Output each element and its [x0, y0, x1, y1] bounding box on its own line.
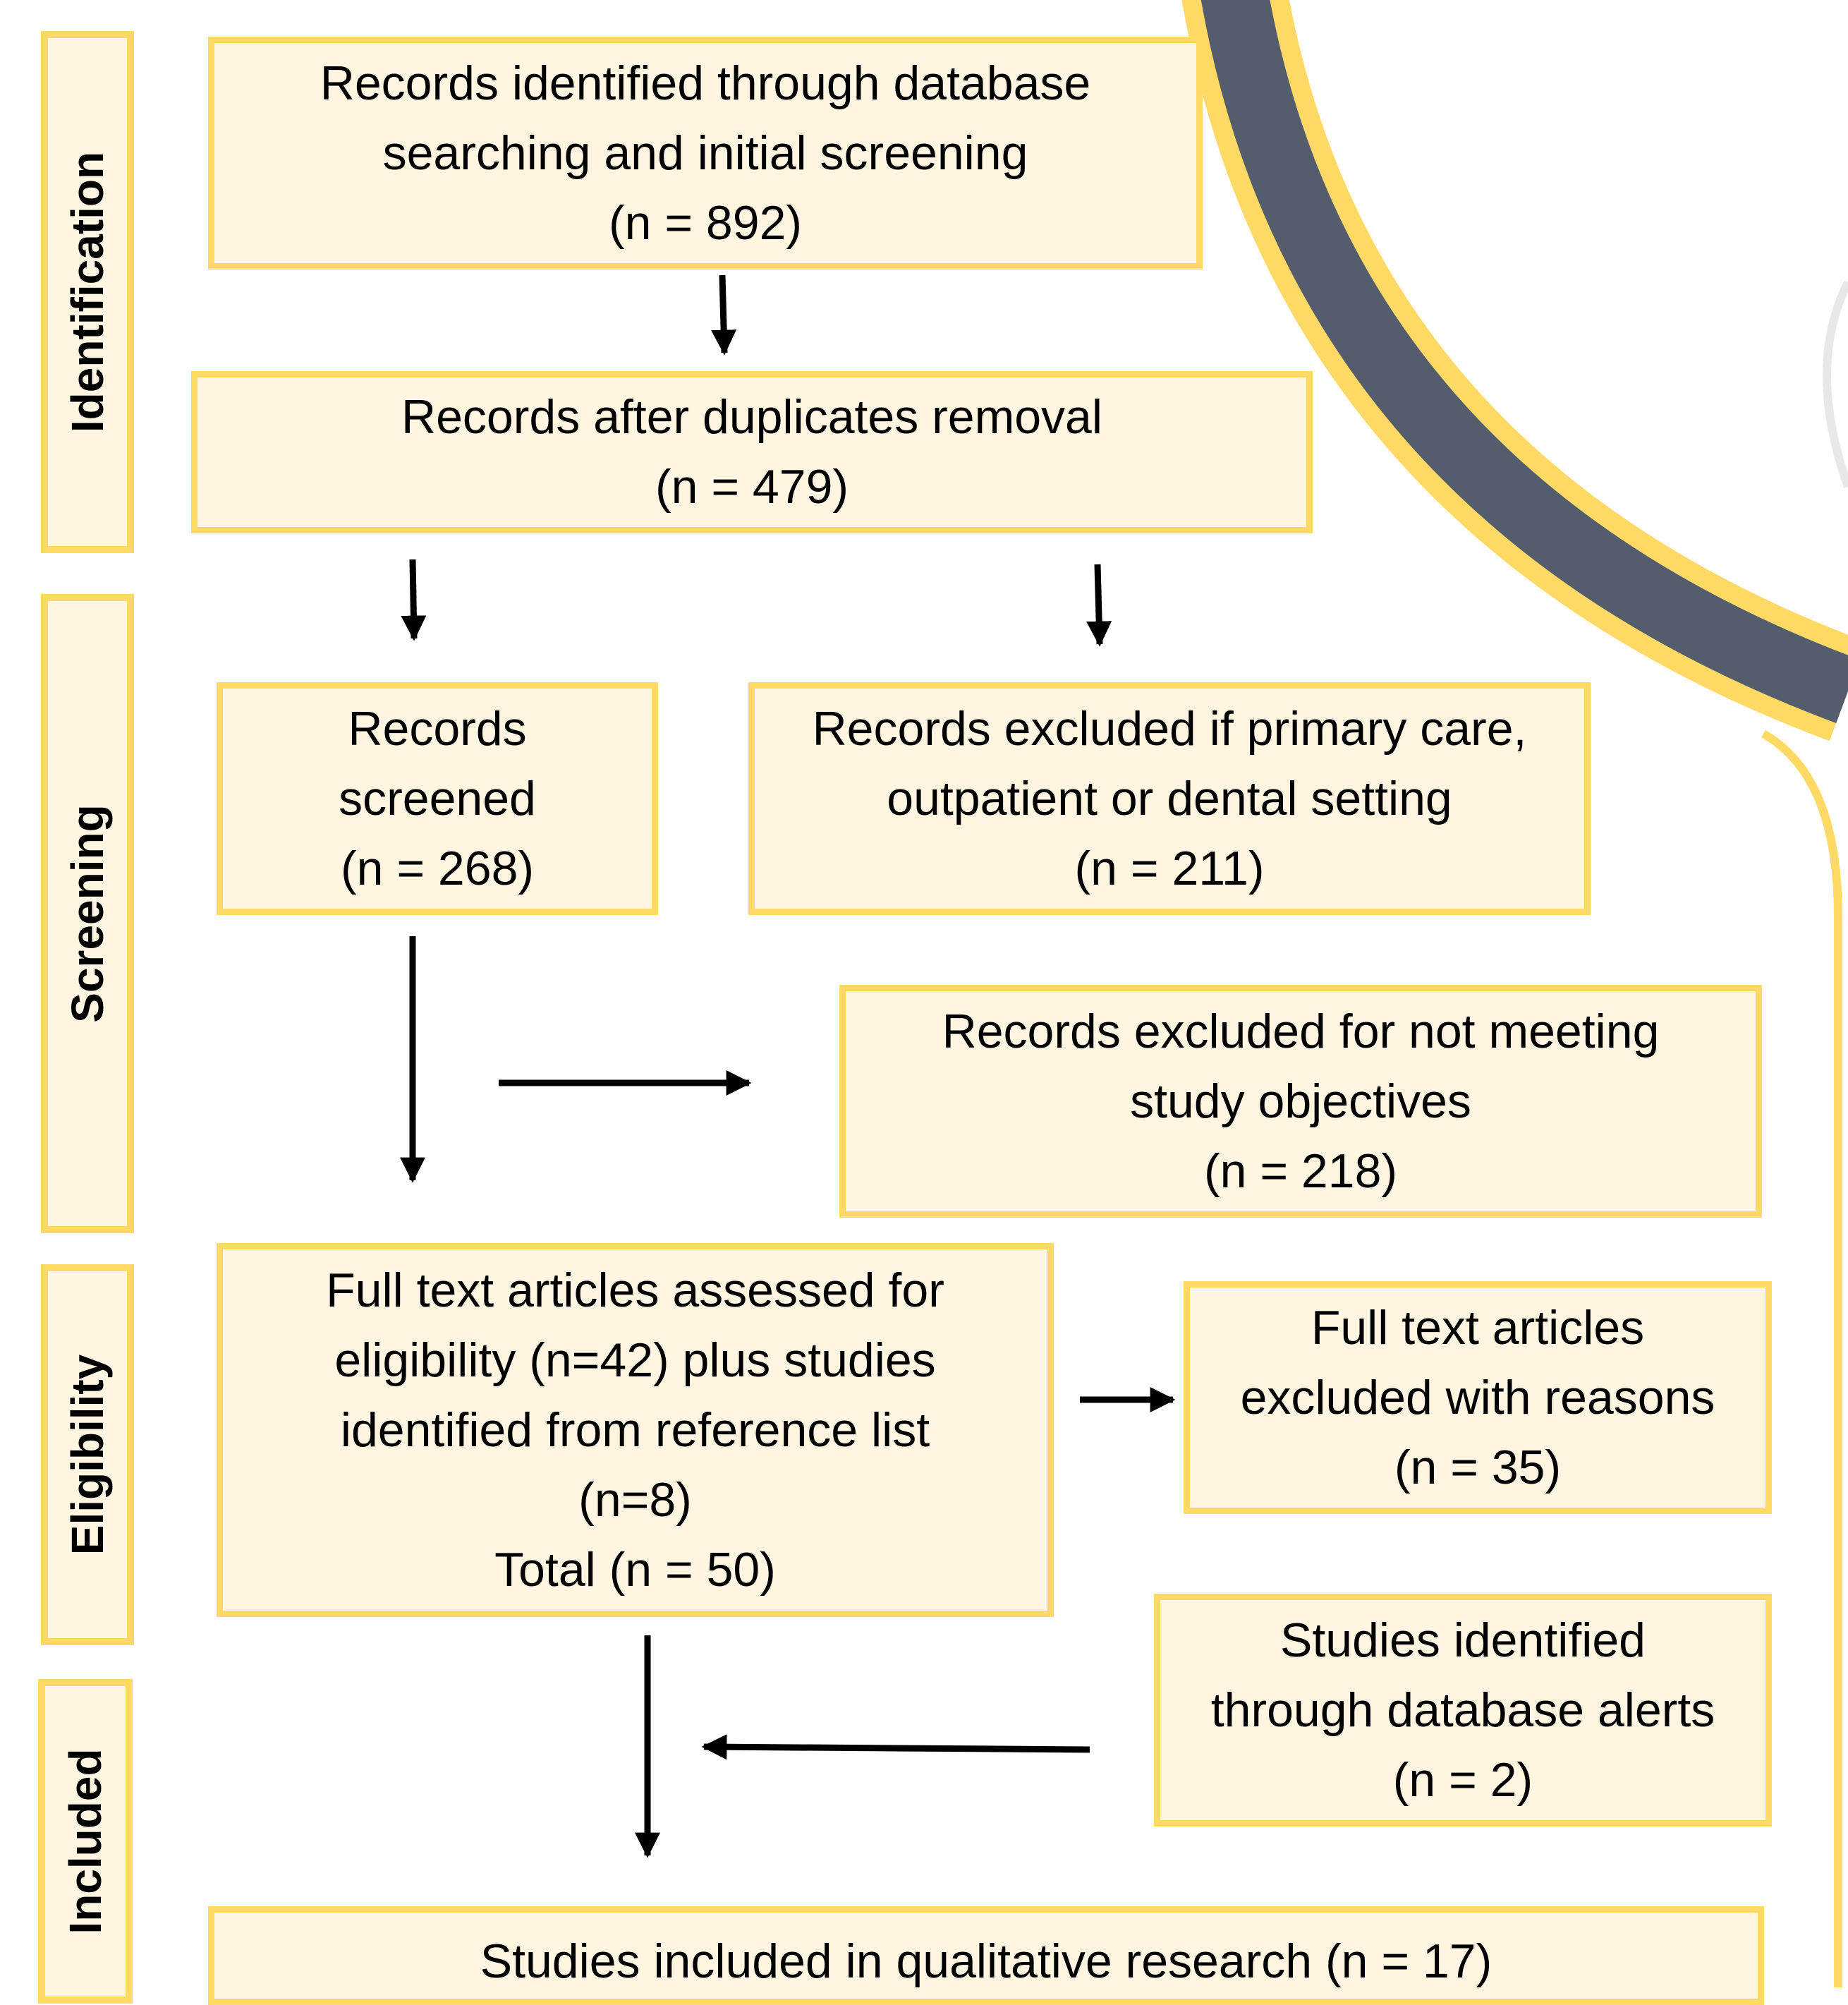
- deduplicated-records-count: (n = 479): [655, 460, 849, 514]
- arrow-deduplicated-to-screened: [401, 559, 427, 641]
- stage-eligibility: Eligibility: [41, 1264, 134, 1645]
- excluded-setting-line-2: outpatient or dental setting: [887, 771, 1452, 825]
- arrow-identified-to-deduplicated: [711, 274, 737, 356]
- excluded-objectives-count: (n = 218): [1203, 1144, 1398, 1198]
- database-alerts-line-2: through database alerts: [1210, 1683, 1715, 1737]
- full-text-assessed-line-3: identified from reference list: [340, 1403, 930, 1457]
- database-alerts-count: (n = 2): [1392, 1752, 1533, 1807]
- deduplicated-records-line-1: Records after duplicates removal: [401, 390, 1102, 444]
- excluded-setting-box: Records excluded if primary care, outpat…: [748, 682, 1591, 915]
- stage-identification: Identification: [41, 31, 134, 553]
- excluded-objectives-line-2: study objectives: [1130, 1074, 1471, 1128]
- screened-records-count: (n = 268): [340, 841, 535, 895]
- screened-records-box: Records screened (n = 268): [217, 682, 658, 915]
- identified-records-line-2: searching and initial screening: [382, 126, 1028, 180]
- excluded-objectives-box: Records excluded for not meeting study o…: [839, 985, 1762, 1218]
- full-text-assessed-line-2: eligibility (n=42) plus studies: [334, 1333, 936, 1387]
- full-text-assessed-line-4: (n=8): [578, 1472, 692, 1527]
- arrow-alerts-to-included-flow: [701, 1734, 1090, 1760]
- excluded-objectives-line-1: Records excluded for not meeting: [942, 1004, 1660, 1058]
- stage-screening: Screening: [41, 594, 134, 1233]
- full-text-excluded-line-1: Full text articles: [1311, 1300, 1645, 1355]
- included-studies-line-1: Studies included in qualitative research…: [480, 1934, 1493, 1988]
- database-alerts-box: Studies identified through database aler…: [1154, 1594, 1772, 1827]
- screened-records-line-2: screened: [339, 771, 536, 825]
- full-text-excluded-line-2: excluded with reasons: [1240, 1370, 1715, 1424]
- stage-included: Included: [38, 1679, 133, 2004]
- full-text-assessed-line-1: Full text articles assessed for: [326, 1263, 944, 1317]
- screened-records-line-1: Records: [348, 701, 527, 756]
- full-text-excluded-box: Full text articles excluded with reasons…: [1184, 1281, 1772, 1514]
- full-text-assessed-box: Full text articles assessed for eligibil…: [217, 1243, 1054, 1617]
- full-text-assessed-total: Total (n = 50): [494, 1542, 776, 1597]
- excluded-setting-line-1: Records excluded if primary care,: [812, 701, 1527, 756]
- identified-records-count: (n = 892): [608, 195, 803, 250]
- deduplicated-records-box: Records after duplicates removal (n = 47…: [191, 371, 1313, 533]
- arrow-deduplicated-to-excluded-setting: [1086, 564, 1112, 647]
- database-alerts-line-1: Studies identified: [1280, 1613, 1646, 1667]
- full-text-excluded-count: (n = 35): [1394, 1440, 1562, 1494]
- identified-records-box: Records identified through database sear…: [208, 37, 1203, 269]
- excluded-setting-count: (n = 211): [1074, 841, 1265, 895]
- identified-records-line-1: Records identified through database: [320, 56, 1091, 110]
